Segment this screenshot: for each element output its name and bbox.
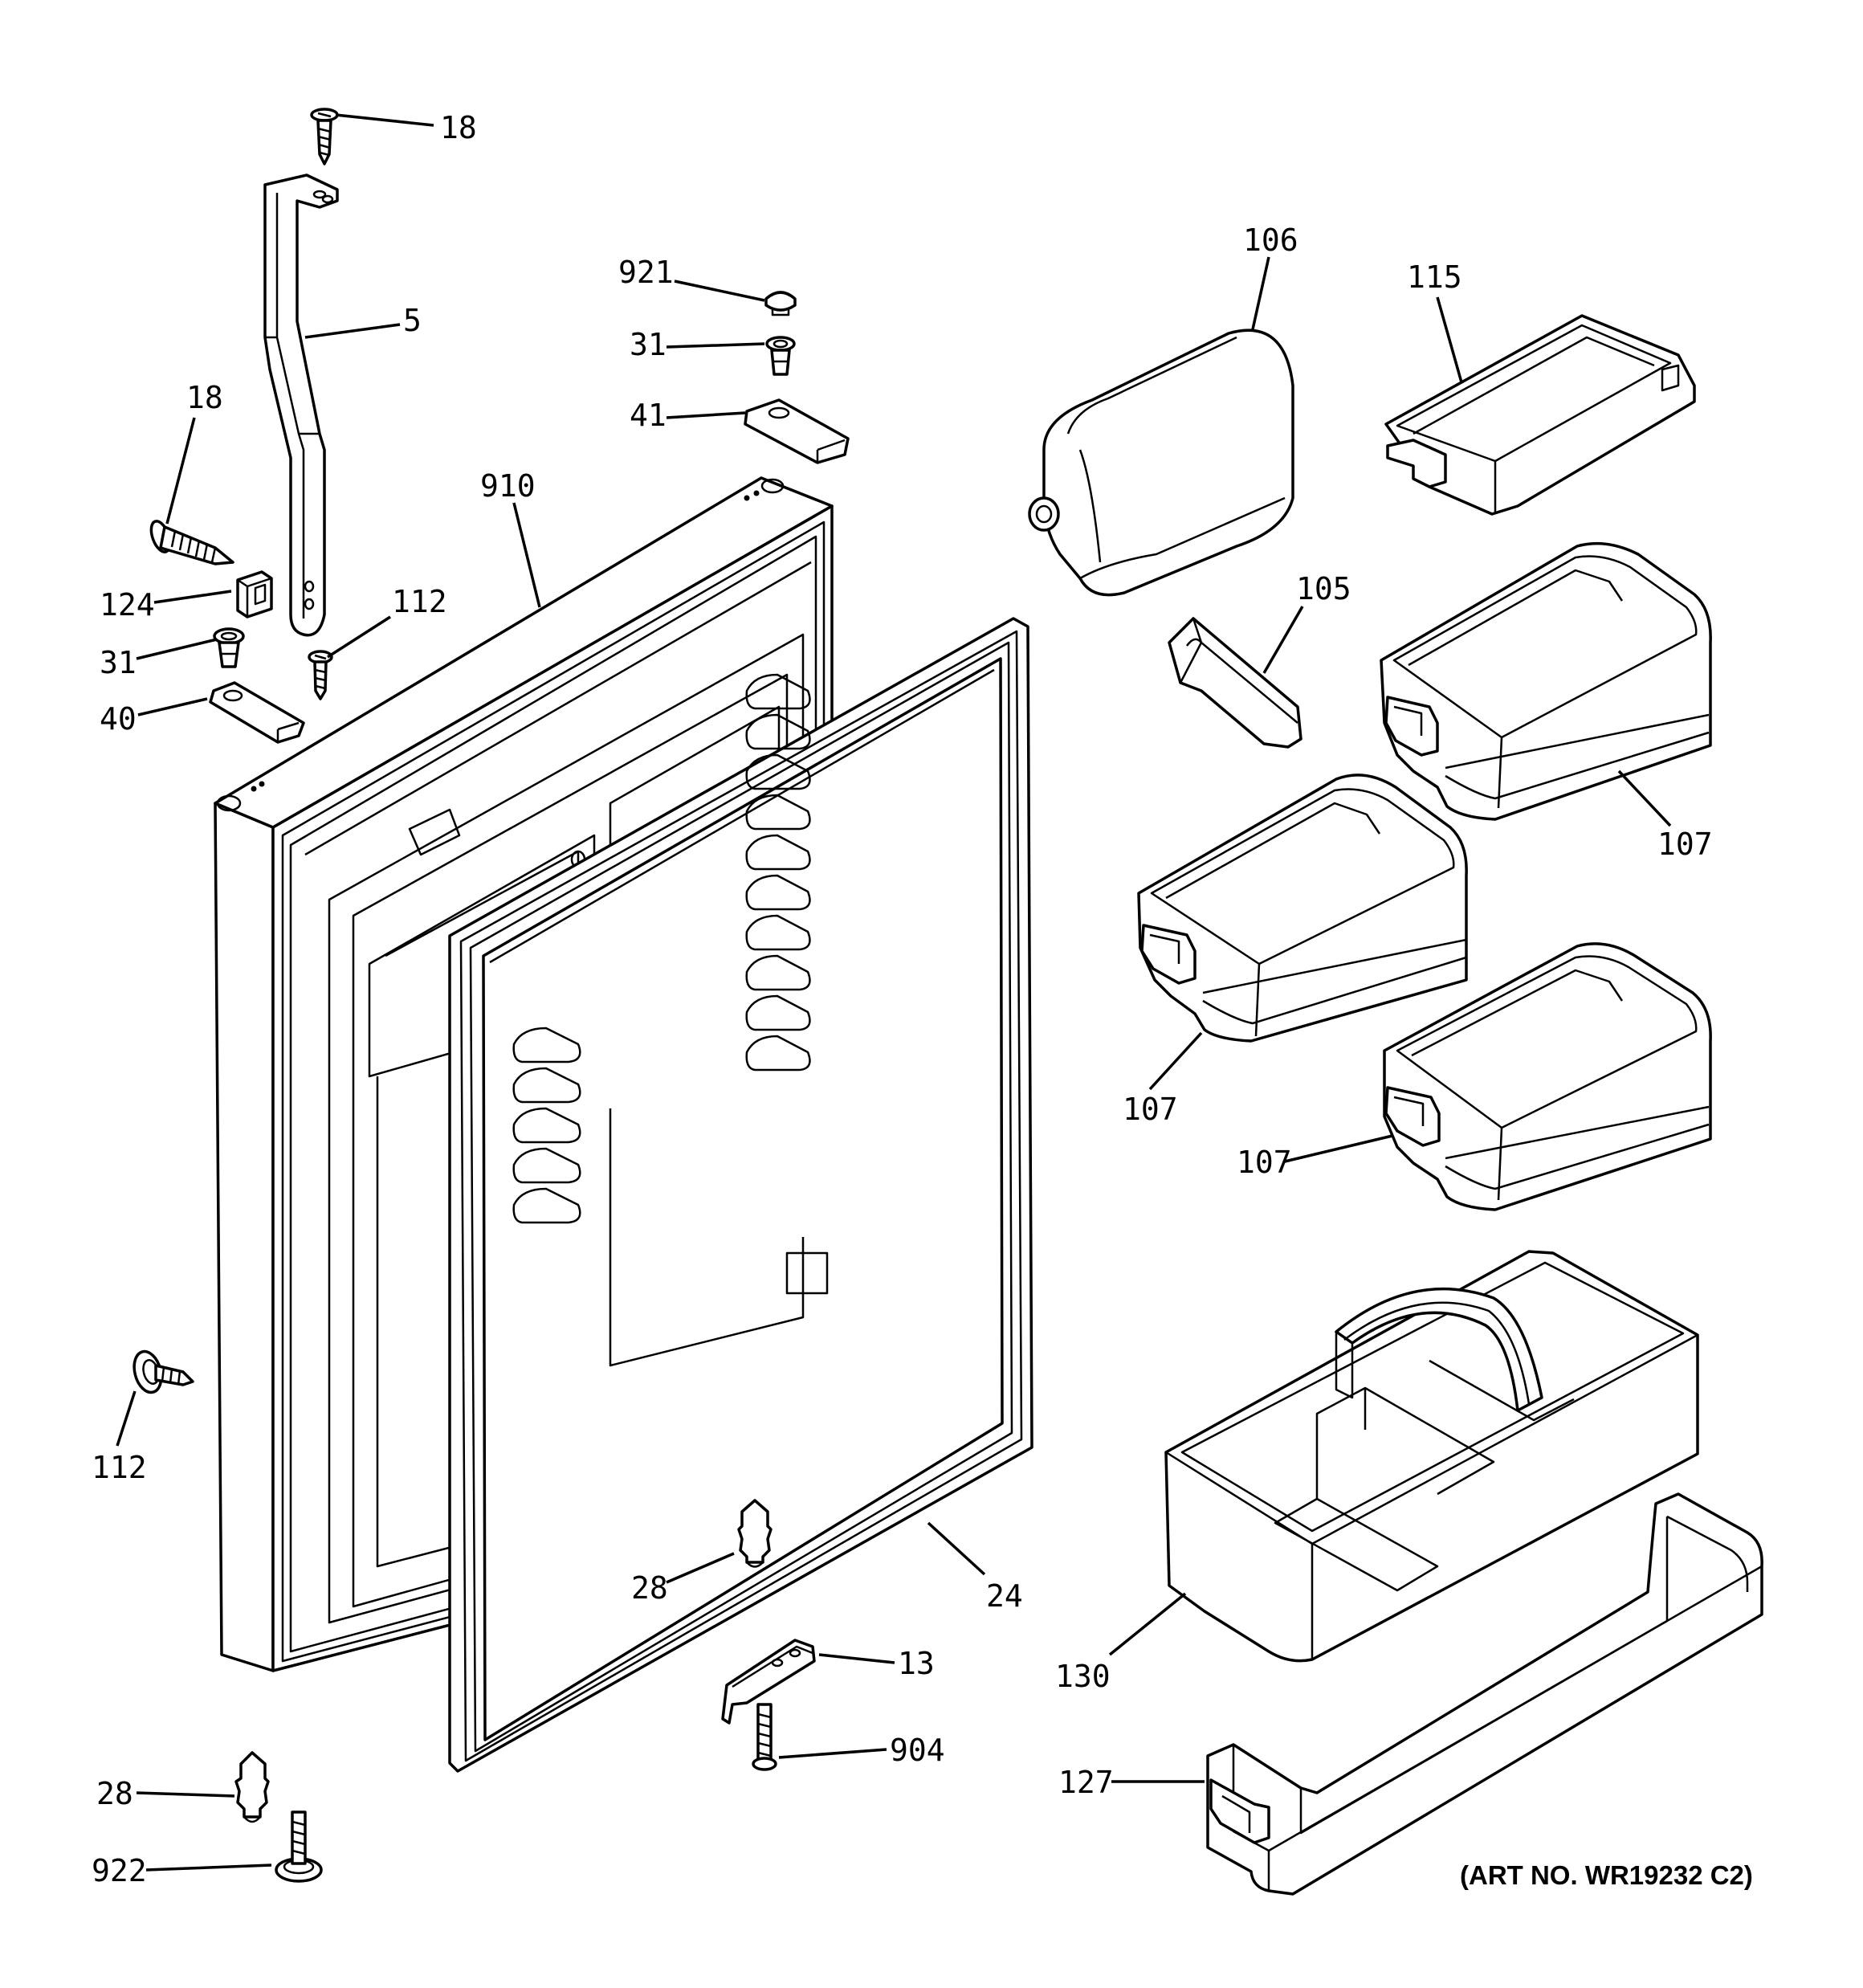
screw-112-left — [132, 1349, 194, 1394]
callout-107-upper: 107 — [1657, 827, 1713, 862]
callout-115: 115 — [1407, 259, 1462, 295]
callout-922: 922 — [92, 1853, 147, 1888]
pin-28-center — [737, 1499, 773, 1568]
callout-904: 904 — [890, 1733, 945, 1768]
screw-18-top — [310, 108, 339, 165]
bushing-31-center — [765, 336, 796, 376]
callout-112-left: 112 — [92, 1450, 147, 1485]
dairy-cover-106 — [1028, 329, 1294, 597]
shelf-115 — [1384, 314, 1696, 516]
callout-24: 24 — [986, 1578, 1023, 1614]
divided-bin-130 — [1164, 1250, 1699, 1663]
door-bin-107-middle — [1137, 774, 1468, 1043]
screw-904 — [752, 1703, 777, 1771]
callout-107-middle: 107 — [1123, 1092, 1178, 1127]
callout-127: 127 — [1058, 1765, 1114, 1800]
art-number: (ART NO. WR19232 C2) — [1460, 1860, 1753, 1890]
callout-921: 921 — [618, 255, 674, 290]
callout-106: 106 — [1243, 222, 1298, 258]
shelf-rib-pattern — [512, 673, 811, 1224]
door-bin-107-lower — [1383, 942, 1712, 1211]
callout-18-top: 18 — [440, 110, 477, 145]
callout-28-left: 28 — [96, 1776, 133, 1811]
screw-112-hinge — [308, 650, 333, 700]
screw-922 — [275, 1810, 323, 1883]
callout-28-center: 28 — [631, 1570, 668, 1606]
callout-31-center: 31 — [630, 327, 667, 362]
cap-921 — [764, 291, 797, 316]
callout-124: 124 — [100, 587, 155, 623]
plate-41 — [744, 398, 850, 464]
plate-40 — [209, 681, 305, 744]
callout-41: 41 — [630, 398, 667, 433]
door-bin-107-upper — [1380, 541, 1712, 821]
callout-107-lower: 107 — [1237, 1145, 1292, 1180]
tray-127 — [1206, 1492, 1763, 1896]
top-hinge-5 — [263, 173, 339, 637]
door-gasket-24 — [448, 617, 1033, 1773]
bottom-hinge-13 — [721, 1639, 816, 1725]
callout-130: 130 — [1055, 1659, 1111, 1694]
callout-5: 5 — [403, 303, 422, 338]
leader-lines — [116, 113, 1672, 1872]
divider-105 — [1168, 617, 1302, 749]
callout-910: 910 — [480, 468, 536, 504]
screw-18-left — [149, 520, 234, 565]
callout-13: 13 — [898, 1646, 935, 1681]
callout-40: 40 — [100, 701, 137, 737]
clip-124 — [236, 570, 273, 618]
callout-18-left: 18 — [186, 380, 223, 415]
callout-112-hinge: 112 — [392, 584, 447, 619]
pin-28-left — [234, 1751, 270, 1823]
callout-105: 105 — [1296, 571, 1351, 606]
callout-31-left: 31 — [100, 645, 137, 680]
bushing-31-left — [213, 627, 245, 668]
